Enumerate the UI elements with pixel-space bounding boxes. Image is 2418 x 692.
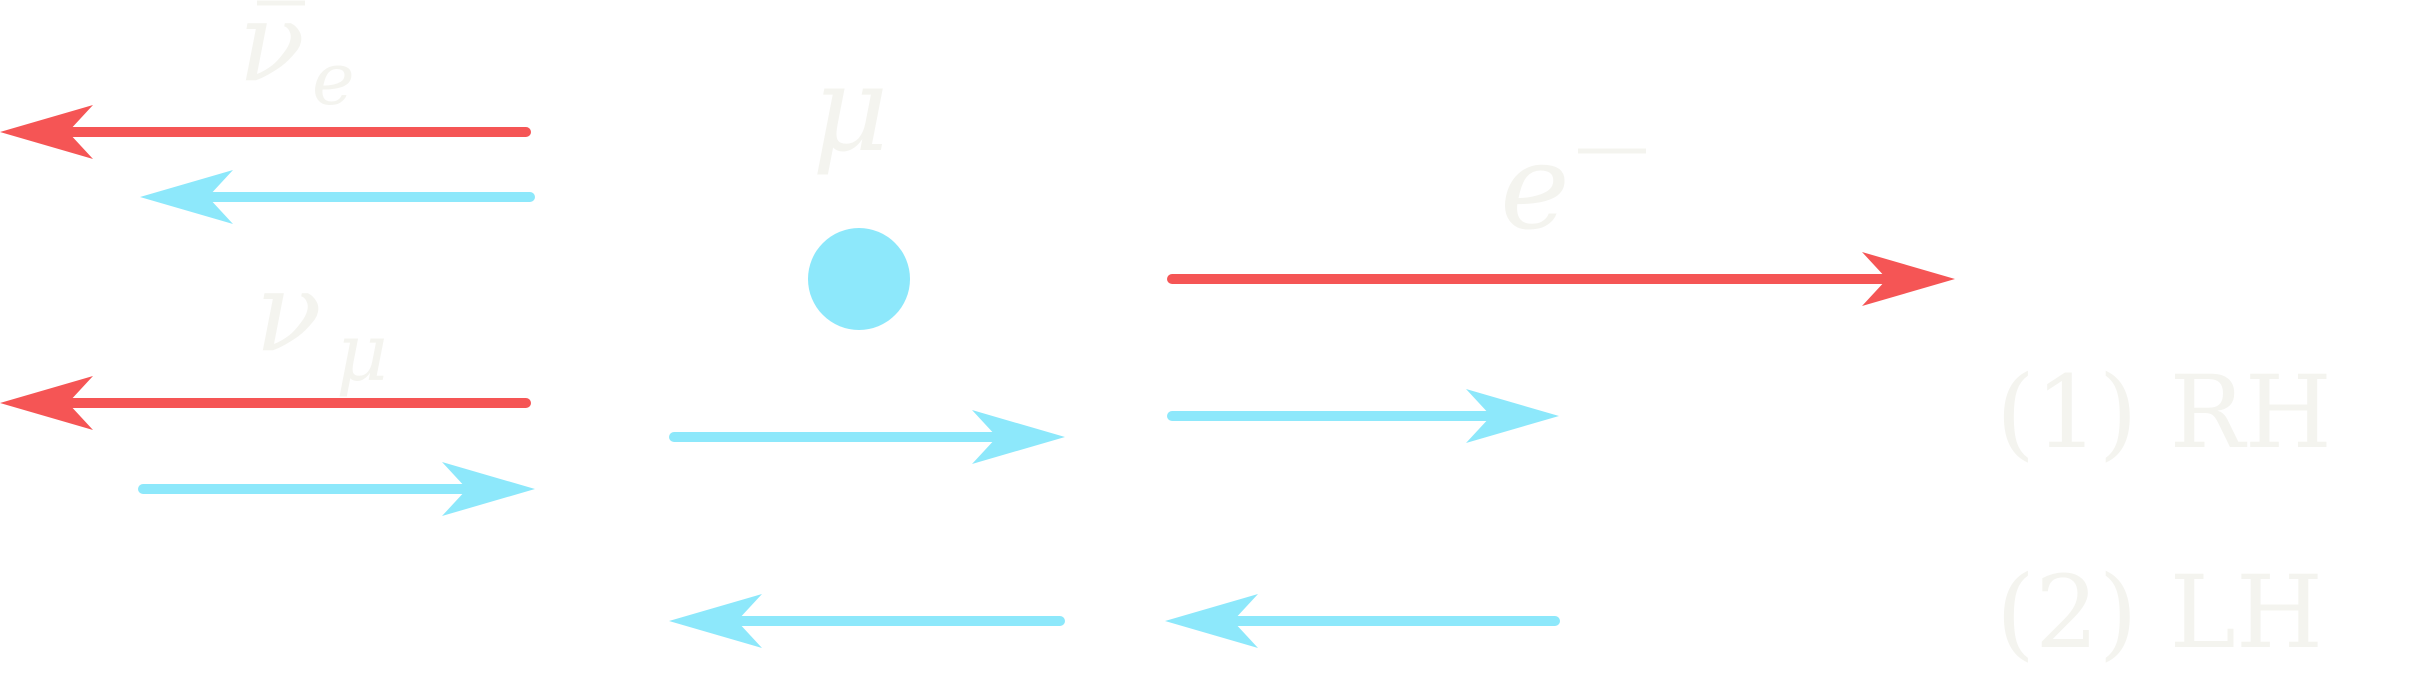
neutrino-mu-spin-arrow <box>138 462 535 516</box>
neutrino-mu-momentum-arrow <box>0 376 531 430</box>
neutrino-mu-subscript: μ <box>336 306 388 399</box>
neutrino-mu-label: ν μ <box>255 248 388 399</box>
antineutrino-e-label: ν e <box>238 0 355 121</box>
electron-label: e <box>1500 118 1646 256</box>
legend-item-lh: (2) LH <box>1996 554 2323 671</box>
antineutrino-momentum-arrow <box>0 105 531 159</box>
muon-label: μ <box>812 40 889 178</box>
antineutrino-e-symbol: ν <box>238 0 305 106</box>
electron-momentum-arrow <box>1167 252 1955 306</box>
legend-item-rh: (1) RH <box>1996 354 2332 471</box>
antineutrino-spin-arrow <box>140 170 535 224</box>
electron-spin-arrow-case2 <box>1165 594 1560 648</box>
antineutrino-e-subscript: e <box>312 37 355 121</box>
neutrino-mu-symbol: ν <box>255 248 322 376</box>
muon-spin-arrow-case1 <box>669 410 1065 464</box>
muon-spin-arrow-case2 <box>669 594 1065 648</box>
muon-dot <box>808 228 910 330</box>
electron-spin-arrow-case1 <box>1167 389 1559 443</box>
electron-symbol: e <box>1500 118 1570 256</box>
